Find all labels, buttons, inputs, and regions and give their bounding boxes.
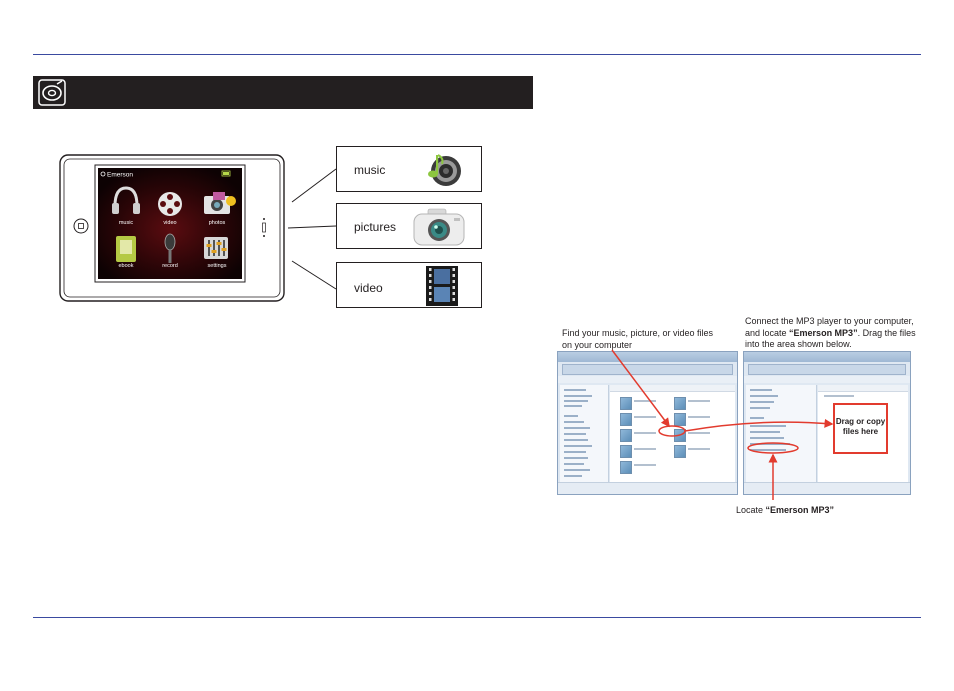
device-brand: Emerson <box>107 172 133 179</box>
app-icon-settings <box>204 237 228 259</box>
app-label-music: music <box>119 220 134 226</box>
explorer-nav-pane <box>560 385 609 482</box>
menu-box-video: video <box>336 262 482 308</box>
menu-box-pictures: pictures <box>336 203 482 249</box>
app-icon-music <box>112 186 140 214</box>
film-icon <box>426 266 458 306</box>
caption-connect-player: Connect the MP3 player to your computer,… <box>745 316 916 349</box>
caption-find-files: Find your music, picture, or video files… <box>562 328 714 350</box>
drop-zone[interactable]: Drag or copy files here <box>833 403 888 454</box>
app-label-photos: photos <box>209 220 226 226</box>
disc-icon <box>38 79 66 106</box>
app-icon-video <box>158 192 182 216</box>
bottom-rule <box>33 617 921 618</box>
menu-label-pictures: pictures <box>354 220 397 234</box>
drop-zone-label: Drag or copy files here <box>835 417 886 436</box>
explorer-file-list <box>610 385 735 482</box>
app-label-settings: settings <box>208 263 227 269</box>
app-icon-photos <box>204 192 236 214</box>
camera-icon <box>413 208 465 246</box>
menu-label-video: video <box>354 281 383 295</box>
app-label-ebook: ebook <box>119 263 134 269</box>
explorer-nav-pane <box>746 385 817 482</box>
speaker-icon <box>428 154 461 186</box>
explorer-window-source <box>557 351 738 495</box>
menu-box-music: music <box>336 146 482 192</box>
mp3-player-illustration: Emerson music video <box>59 154 285 302</box>
menu-label-music: music <box>354 163 386 177</box>
app-label-video: video <box>163 220 176 226</box>
app-icon-record <box>164 233 176 263</box>
top-rule <box>33 54 921 55</box>
app-label-record: record <box>162 263 178 269</box>
app-icon-ebook <box>116 236 136 262</box>
section-banner <box>33 76 533 109</box>
caption-locate: Locate “Emerson MP3” <box>736 505 835 515</box>
